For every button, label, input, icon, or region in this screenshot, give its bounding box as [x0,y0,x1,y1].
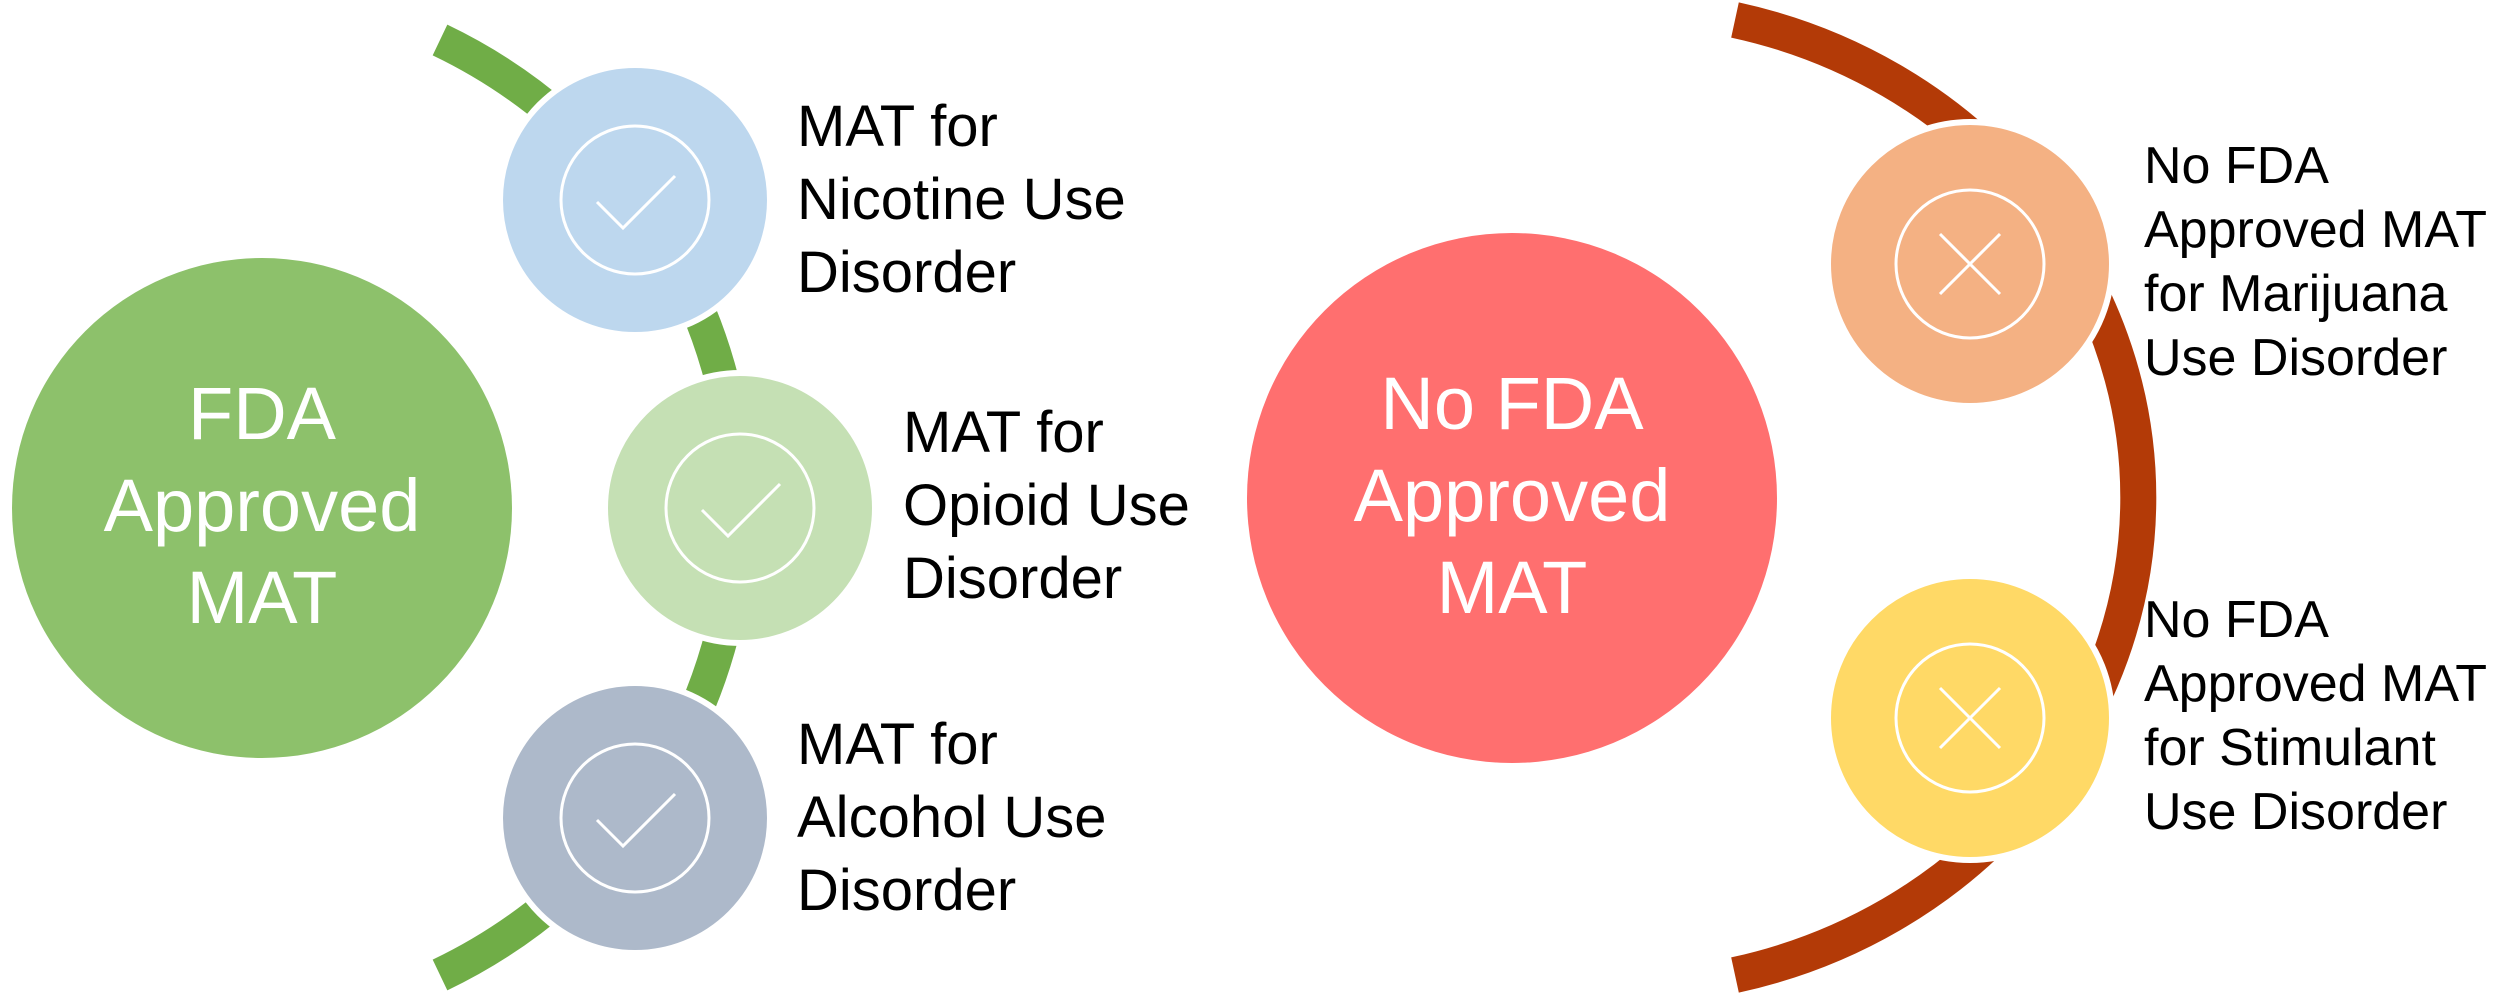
x-icon [1938,686,2002,750]
marijuana-line-4: Use Disorder [2144,329,2448,387]
check-icon [595,174,677,231]
stimulant-line-2: Approved MAT [2144,655,2487,713]
nicotine-line-2: Nicotine Use [797,167,1126,232]
left-hub-line-1: FDA [188,372,336,455]
marijuana-label: No FDA Approved MAT for Marijuana Use Di… [2144,134,2487,390]
left-hub-line-2: Approved [103,464,421,547]
left-hub-line-3: MAT [186,556,338,639]
right-hub-line-1: No FDA [1380,362,1644,445]
marijuana-line-2: Approved MAT [2144,201,2487,259]
check-icon [700,482,782,539]
stimulant-line-3: for Stimulant [2144,719,2436,777]
alcohol-line-3: Disorder [797,858,1017,923]
alcohol-label: MAT for Alcohol Use Disorder [797,708,1106,927]
opioid-line-1: MAT for [903,400,1104,465]
right-hub-line-2: Approved [1353,454,1671,537]
stimulant-label: No FDA Approved MAT for Stimulant Use Di… [2144,588,2487,844]
stimulant-node [1825,573,2115,863]
opioid-line-3: Disorder [903,546,1123,611]
stimulant-line-1: No FDA [2144,591,2329,649]
nicotine-line-1: MAT for [797,94,998,159]
right-hub-line-3: MAT [1436,546,1588,629]
alcohol-line-2: Alcohol Use [797,785,1107,850]
nicotine-line-3: Disorder [797,240,1017,305]
left-hub-circle [12,258,512,758]
nicotine-label: MAT for Nicotine Use Disorder [797,90,1126,309]
check-icon [595,792,677,849]
x-icon [1938,232,2002,296]
alcohol-line-1: MAT for [797,712,998,777]
marijuana-line-1: No FDA [2144,137,2329,195]
nicotine-node [497,62,773,338]
alcohol-node [497,680,773,956]
marijuana-node [1825,119,2115,409]
opioid-label: MAT for Opioid Use Disorder [903,396,1190,615]
marijuana-line-3: for Marijuana [2144,265,2448,323]
opioid-node [602,370,878,646]
right-arc [1731,2,2157,993]
opioid-line-2: Opioid Use [903,473,1190,538]
left-hub-label: FDA Approved MAT [42,368,482,644]
right-hub-label: No FDA Approved MAT [1292,358,1732,634]
right-hub-circle [1247,233,1777,763]
stimulant-line-4: Use Disorder [2144,783,2448,841]
